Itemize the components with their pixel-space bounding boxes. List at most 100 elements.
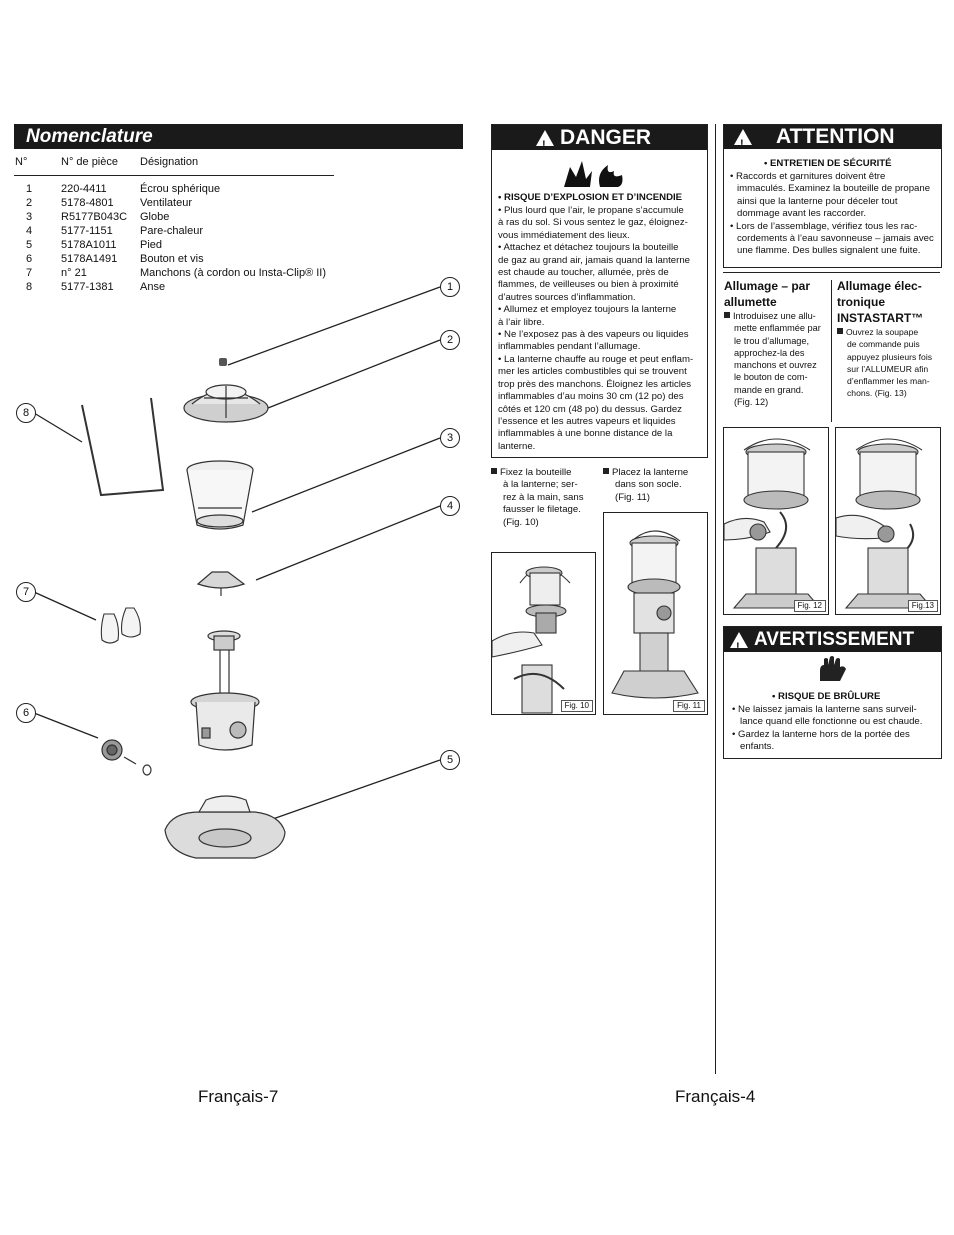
step-line: rez à la main, sans [503, 491, 584, 503]
step-line: (Fig. 11) [615, 491, 651, 503]
attention-line: immaculés. Examinez la bouteille de prop… [737, 183, 931, 195]
fig13-label: Fig.13 [907, 600, 938, 612]
page-number-left: Français-7 [198, 1087, 279, 1106]
attention-body: • Raccords et garnitures doivent être im… [730, 171, 938, 258]
row-part: 5177-1381 [61, 281, 114, 293]
callout-6: 6 [16, 703, 36, 723]
knob-icon [101, 739, 152, 776]
row-no: 8 [26, 281, 33, 293]
body-line: approchez-la des [734, 347, 805, 358]
title-line: INSTASTART™ [837, 311, 924, 325]
body-line: de commande puis [847, 339, 920, 350]
body-line: (Fig. 12) [734, 397, 769, 408]
danger-line: inflammables d’au moins 30 cm (12 po) de… [498, 391, 684, 403]
body-line: mette enflammée par [734, 323, 821, 334]
callout-7: 7 [16, 582, 36, 602]
attention-line: • Lors de l’assemblage, vérifiez tous le… [730, 220, 918, 232]
title-line: Allumage élec- [837, 279, 922, 293]
step-fig10-text: Fixez la bouteille à la lanterne; ser- r… [491, 467, 595, 529]
danger-line: d’autres sources d’inflammation. [498, 291, 636, 303]
attention-line: dommage avant les raccorder. [737, 208, 867, 220]
nomenclature-title: Nomenclature [26, 126, 153, 147]
callout-1: 1 [440, 277, 460, 297]
row-no: 1 [26, 183, 33, 195]
lighting-match-title: Allumage – par allumette [724, 278, 828, 310]
attention-line: ainsi que la lanterne pour déceler tout [737, 195, 898, 207]
section-divider [831, 280, 832, 422]
attention-line: • Raccords et garnitures doivent être [730, 171, 886, 182]
handle-icon [81, 397, 165, 497]
warning-triangle-icon [734, 129, 752, 156]
attention-heading: • ENTRETIEN DE SÉCURITÉ [764, 158, 892, 169]
lighting-match-body: Introduisez une allu- mette enflammée pa… [724, 310, 828, 408]
body-line: mande en grand. [734, 384, 804, 395]
danger-line: de gaz au grand air, jamais quand la lan… [498, 254, 691, 266]
mantles-icon [100, 607, 141, 644]
explosion-fire-icon [564, 161, 623, 187]
lantern-on-base-illustration [611, 530, 699, 699]
ventilator-icon [183, 384, 269, 423]
avertissement-title: AVERTISSEMENT [754, 629, 915, 650]
header-rule [14, 175, 334, 176]
step-fig11-text: Placez la lanterne dans son socle. (Fig.… [603, 467, 707, 504]
step-line: Placez la lanterne [612, 467, 689, 478]
fig12-label: Fig. 12 [793, 600, 826, 612]
danger-line: mer les articles combustibles qui se tro… [498, 366, 687, 378]
row-part: 5178A1491 [61, 253, 118, 265]
row-desc: Ventilateur [140, 197, 192, 209]
row-no: 7 [26, 267, 33, 279]
lighting-match-section: Allumage – par allumette Introduisez une… [724, 278, 828, 408]
danger-line: • Plus lourd que l’air, le propane s’acc… [498, 205, 684, 216]
figure-13: Fig.13 [835, 427, 941, 615]
danger-line: • Ne l’exposez pas à des vapeurs ou liqu… [498, 329, 689, 341]
step-line: fausser le filetage. [503, 504, 581, 516]
danger-heading: • RISQUE D’EXPLOSION ET D’INCENDIE [498, 192, 683, 203]
exploded-view-diagram [33, 286, 441, 859]
attention-box: ATTENTION • ENTRETIEN DE SÉCURITÉ • Racc… [723, 124, 942, 268]
figure-11: Fig. 11 [603, 512, 708, 715]
danger-line: à l’air libre. [498, 316, 545, 328]
danger-header: DANGER [492, 125, 707, 158]
avertissement-heading: • RISQUE DE BRÛLURE [772, 691, 881, 702]
lighting-electronic-section: Allumage élec- tronique INSTASTART™ Ouvr… [837, 278, 941, 400]
row-desc: Bouton et vis [140, 253, 204, 265]
row-desc: Anse [140, 281, 166, 293]
page-number-right: Français-4 [675, 1087, 756, 1106]
attention-title: ATTENTION [776, 125, 895, 148]
fig11-label: Fig. 11 [673, 700, 705, 712]
title-line: tronique [837, 295, 885, 309]
danger-title: DANGER [560, 126, 652, 149]
danger-line: lanterne. [498, 440, 536, 452]
row-no: 6 [26, 253, 33, 265]
callout-8: 8 [16, 403, 36, 423]
col-header-part: N° de pièce [61, 156, 118, 168]
danger-line: • Allumez et employez toujours la lanter… [498, 304, 677, 316]
avertissement-body: • Ne laissez jamais la lanterne sans sur… [732, 704, 938, 754]
avertissement-line: enfants. [740, 741, 775, 753]
electronic-lighting-illustration [835, 438, 934, 609]
callout-3: 3 [440, 428, 460, 448]
body-line: appuyez plusieurs fois [847, 351, 933, 362]
callout-2: 2 [440, 330, 460, 350]
attention-header: ATTENTION [724, 125, 941, 156]
body-line: le bouton de com- [734, 372, 808, 383]
column-divider [715, 124, 716, 1074]
bullet-square-icon [491, 468, 497, 474]
row-desc: Pied [140, 239, 163, 251]
step-line: dans son socle. [615, 479, 682, 491]
bullet-square-icon [603, 468, 609, 474]
col-header-desc: Désignation [140, 156, 199, 168]
danger-box: DANGER • RISQUE D’EXPLOSION ET D’INCENDI… [491, 124, 708, 458]
body-line: d’enflammer les man- [847, 376, 930, 387]
body-line: chons. (Fig. 13) [847, 388, 907, 399]
nut-icon [219, 358, 227, 366]
callout-5: 5 [440, 750, 460, 770]
avertissement-header: AVERTISSEMENT [724, 627, 941, 660]
attention-line: une flamme. Des bulles signalent une fui… [737, 245, 921, 257]
body-line: le trou d’allumage, [734, 335, 810, 346]
row-part: 5178-4801 [61, 197, 114, 209]
title-line: Allumage – par [724, 279, 811, 293]
row-desc: Écrou sphérique [140, 183, 221, 195]
col-header-no: N° [15, 156, 28, 168]
heat-shield-icon [196, 571, 246, 596]
